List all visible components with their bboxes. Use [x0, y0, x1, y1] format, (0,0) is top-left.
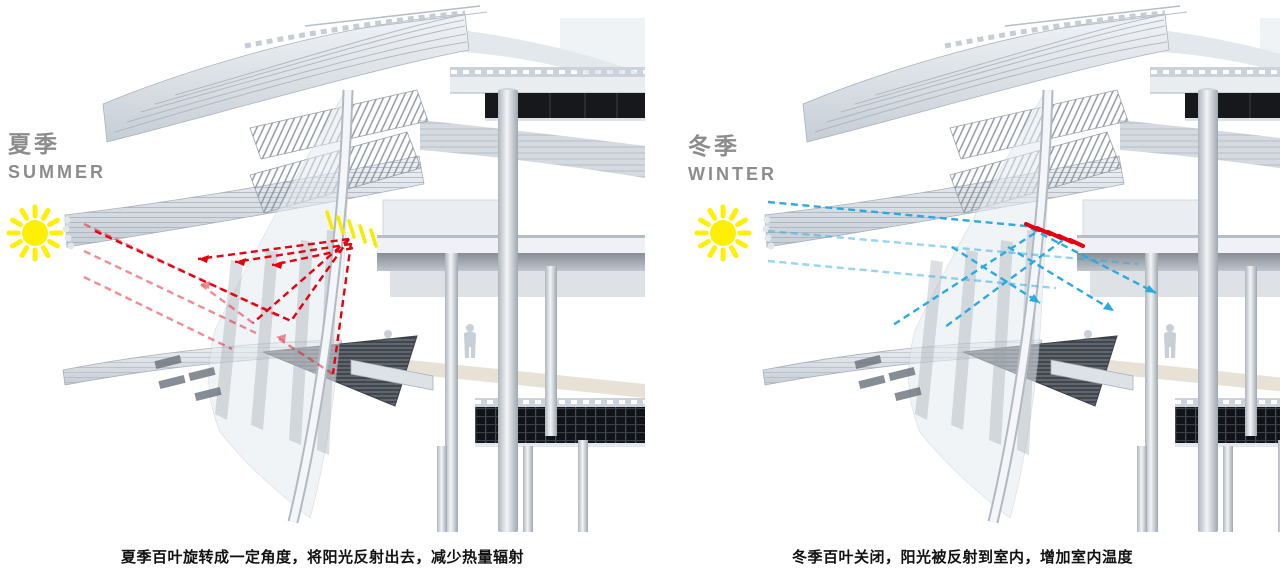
summer-ray-arrowheads: [198, 255, 286, 342]
summer-ray-arrows: [83, 222, 354, 376]
winter-caption: 冬季百叶关闭，阳光被反射到室内，增加室内温度: [791, 549, 1133, 566]
winter-sun-icon: [697, 207, 749, 259]
winter-label: 冬季 WINTER: [688, 133, 777, 185]
summer-label-en: SUMMER: [8, 162, 106, 183]
summer-reflected-rays: [94, 229, 354, 375]
building-render-summer: [63, 6, 646, 532]
winter-label-en: WINTER: [688, 164, 777, 185]
building-render-winter: [763, 6, 1280, 532]
winter-label-zh: 冬季: [688, 133, 740, 159]
sun-core: [710, 220, 736, 246]
summer-sun-icon: [9, 207, 61, 259]
summer-caption: 夏季百叶旋转成一定角度，将阳光反射出去，减少热量辐射: [120, 549, 524, 566]
summer-label: 夏季 SUMMER: [8, 131, 106, 183]
summer-label-zh: 夏季: [8, 131, 60, 157]
winter-louver-closed-marks: [1024, 222, 1085, 248]
summer-louver-angle-marks: [325, 210, 378, 248]
sun-core: [22, 220, 48, 246]
winter-ray-arrowheads: [1029, 285, 1156, 311]
